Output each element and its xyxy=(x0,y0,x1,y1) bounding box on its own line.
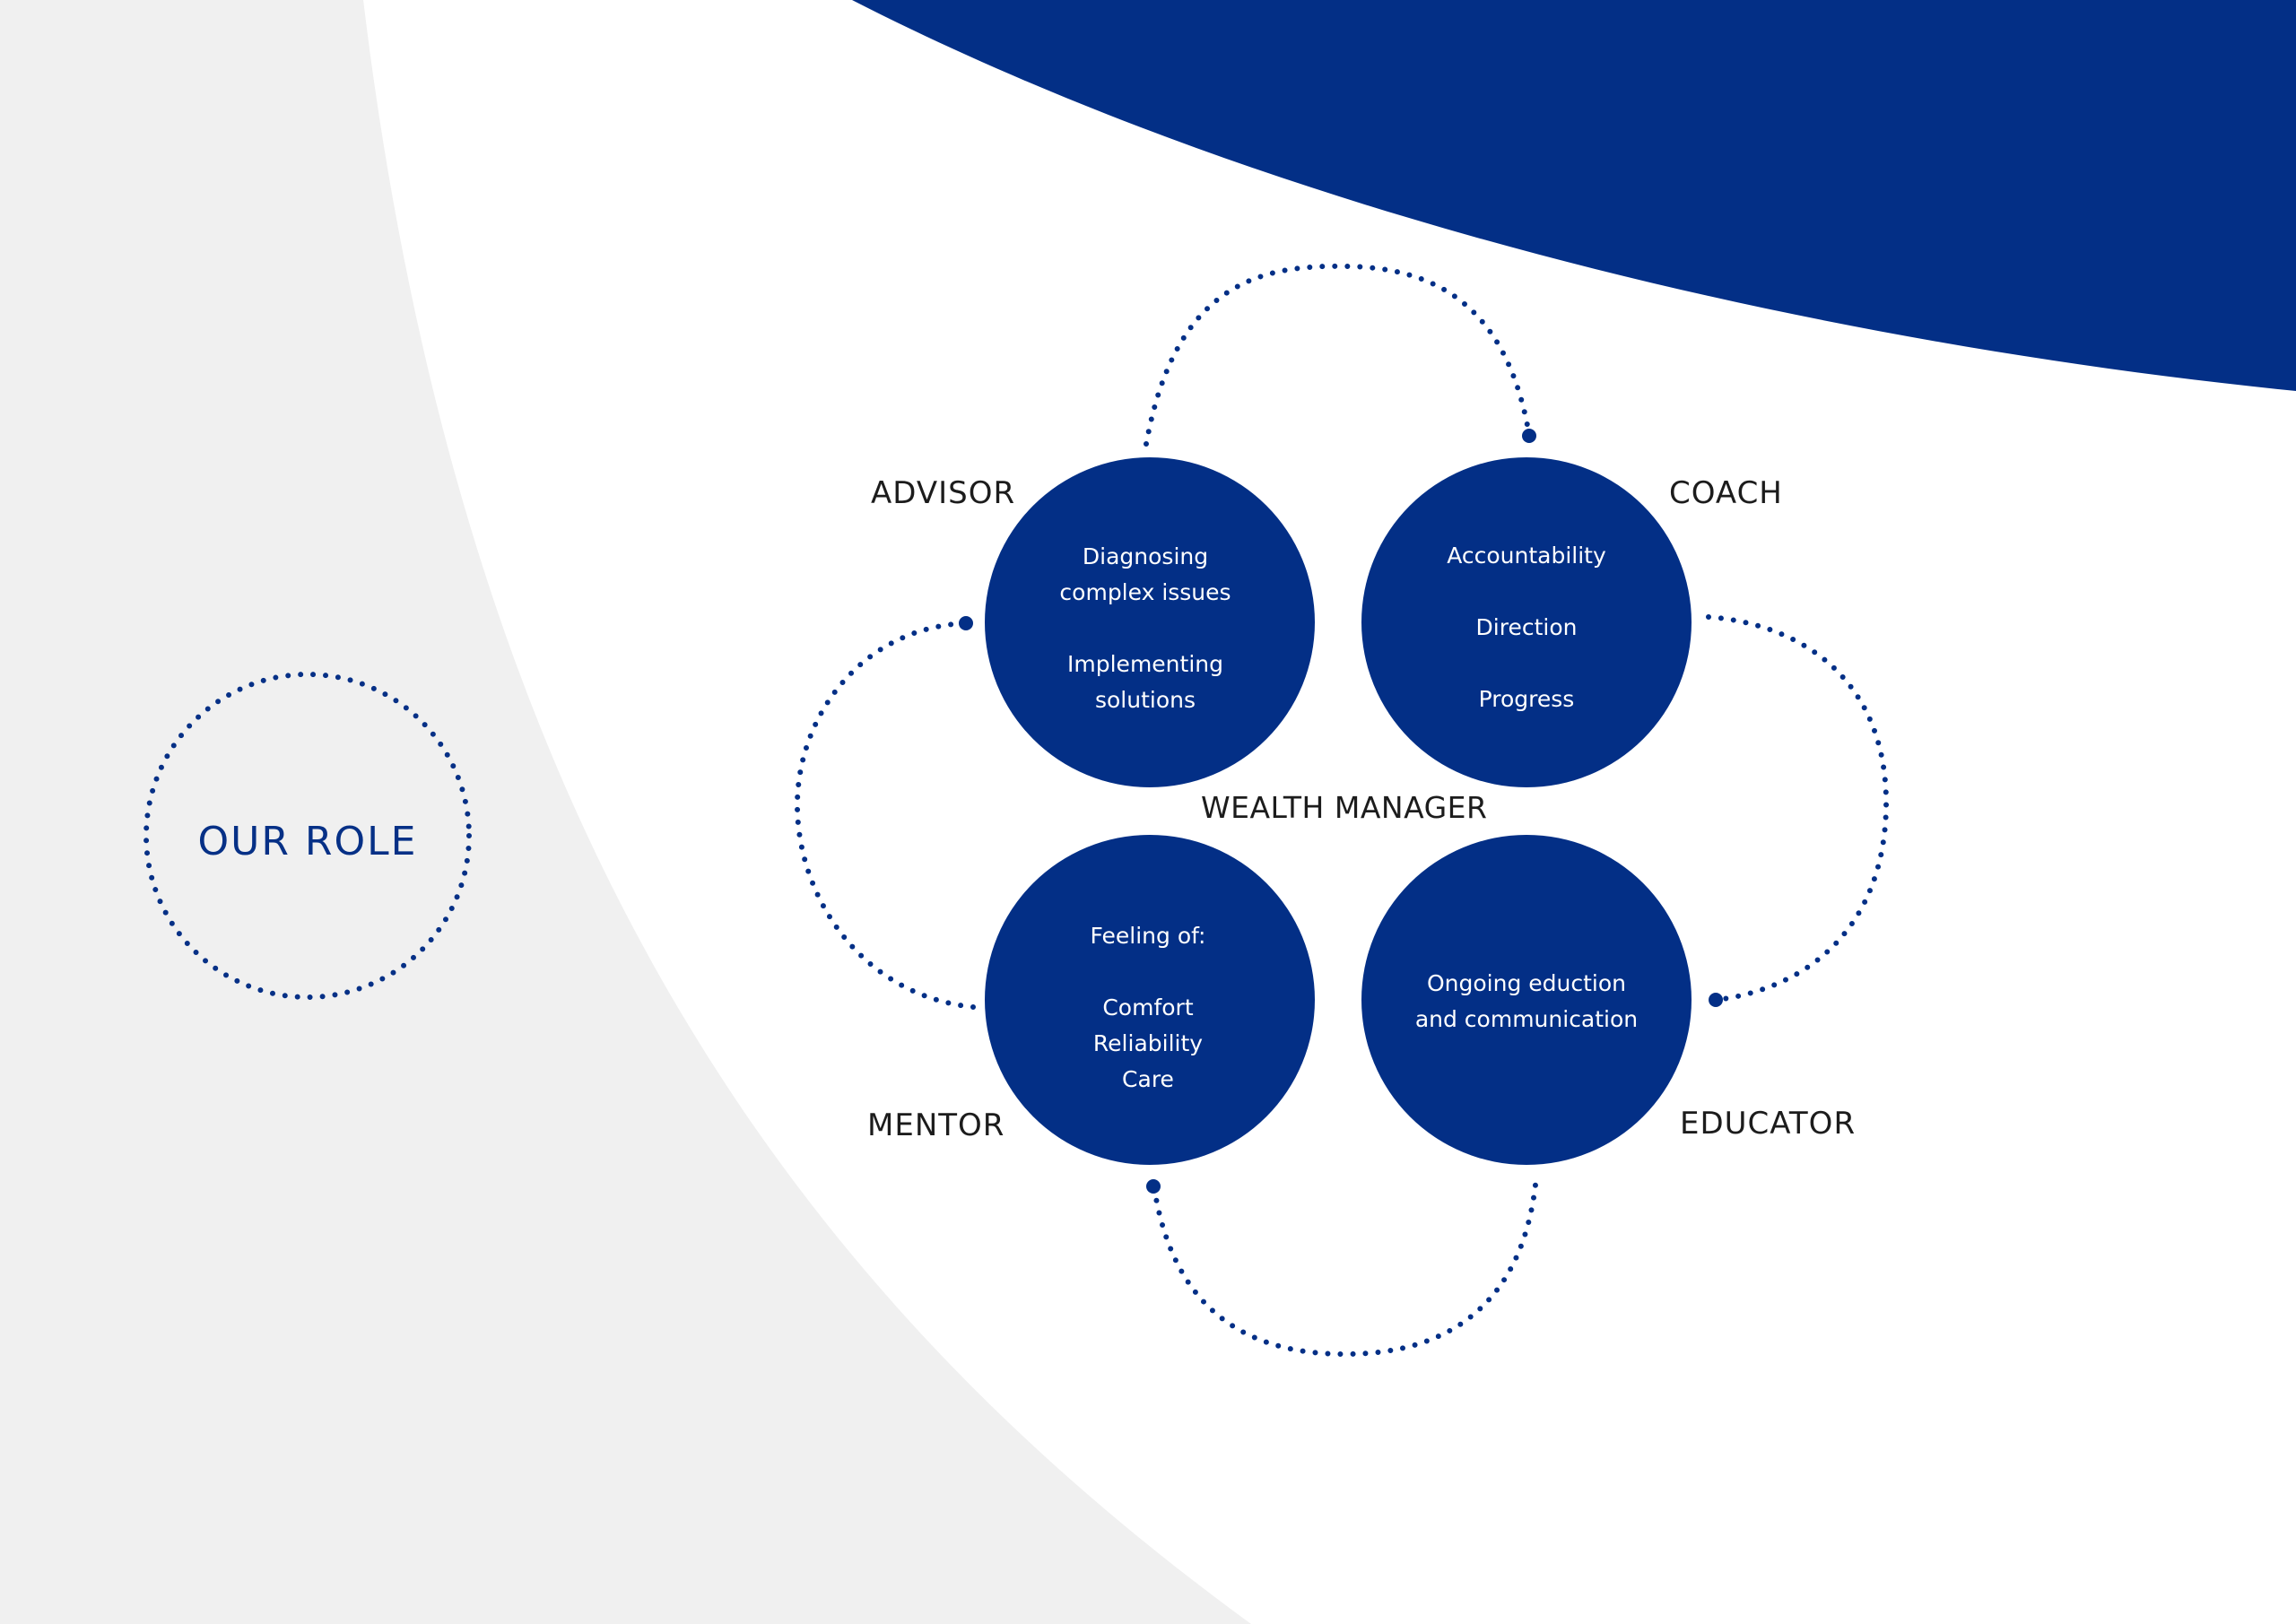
coach-line: Direction xyxy=(1475,614,1578,640)
advisor-line: complex issues xyxy=(1059,579,1231,605)
educator-label: EDUCATOR xyxy=(1680,1106,1857,1142)
connector-dot-right xyxy=(1709,993,1723,1007)
advisor-circle xyxy=(985,457,1315,787)
mentor-line: Feeling of: xyxy=(1090,923,1206,949)
connector-left-arc xyxy=(794,621,976,1010)
mentor-label: MENTOR xyxy=(867,1107,1005,1143)
advisor-label: ADVISOR xyxy=(871,475,1016,511)
connector-bottom-arc xyxy=(1152,1174,1539,1358)
coach-description: Accountability Direction Progress xyxy=(1374,538,1679,717)
navy-arc-shape xyxy=(852,0,2296,391)
connector-dot-bottom xyxy=(1146,1179,1161,1194)
connector-top-arc xyxy=(1144,263,1532,447)
educator-line: Ongoing eduction xyxy=(1426,970,1627,996)
connector-right-arc xyxy=(1706,614,1890,1003)
mentor-line: Reliability xyxy=(1092,1030,1204,1056)
our-role-dotted-ring xyxy=(144,672,472,1000)
gray-curved-panel xyxy=(0,0,1251,1624)
advisor-line: Diagnosing xyxy=(1082,543,1209,569)
mentor-description: Feeling of: Comfort Reliability Care xyxy=(996,918,1300,1098)
educator-circle xyxy=(1361,835,1692,1165)
connector-dot-top xyxy=(1522,429,1536,443)
advisor-line: solutions xyxy=(1094,687,1196,713)
mentor-line: Care xyxy=(1122,1066,1174,1092)
connector-dot-left xyxy=(959,616,973,630)
coach-circle xyxy=(1361,457,1692,787)
educator-line: and communication xyxy=(1414,1006,1639,1032)
advisor-line: Implementing xyxy=(1067,651,1223,677)
educator-description: Ongoing eduction and communication xyxy=(1374,966,1679,1038)
mentor-circle xyxy=(985,835,1315,1165)
coach-label: COACH xyxy=(1669,475,1783,511)
mentor-line: Comfort xyxy=(1102,994,1194,1020)
coach-line: Progress xyxy=(1478,686,1575,712)
page-title: OUR ROLE xyxy=(197,818,418,864)
coach-line: Accountability xyxy=(1447,543,1606,569)
wealth-manager-label: WEALTH MANAGER xyxy=(1201,790,1488,825)
advisor-description: Diagnosing complex issues Implementing s… xyxy=(993,539,1298,718)
